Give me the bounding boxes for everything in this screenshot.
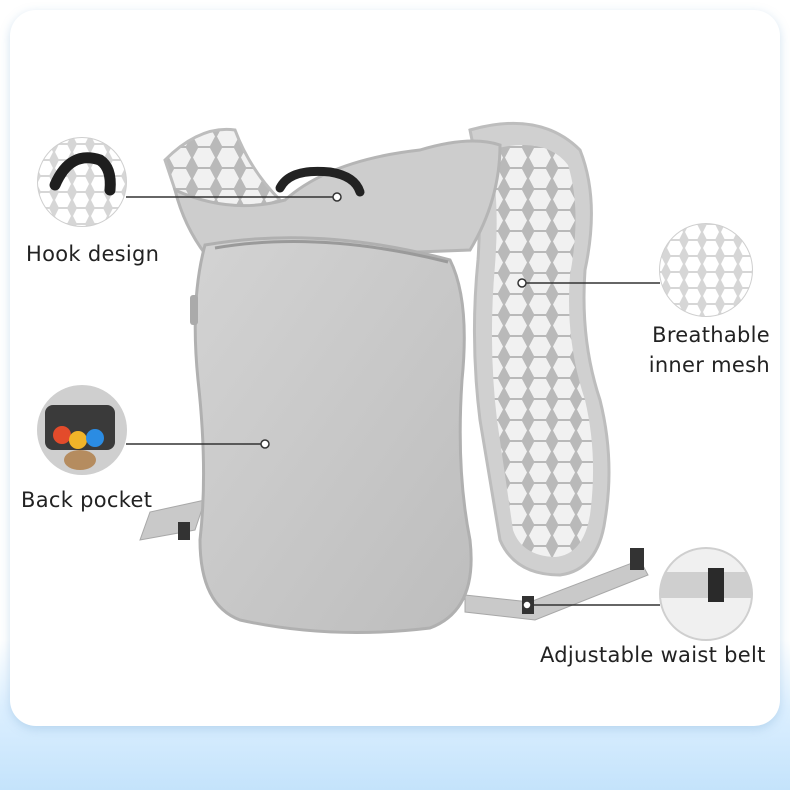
- waist-belt: [139, 499, 649, 621]
- label-waist-belt: Adjustable waist belt: [540, 643, 766, 667]
- callout-lines: [126, 196, 660, 606]
- label-hook-design: Hook design: [26, 242, 160, 266]
- inset-pocket: [37, 385, 127, 475]
- label-back-pocket: Back pocket: [21, 488, 153, 512]
- inset-hook: [37, 137, 127, 227]
- inset-belt: [659, 547, 753, 641]
- callout-dots: [260, 192, 532, 610]
- shoulder-strap-mesh: [468, 121, 611, 577]
- label-mesh-line1: Breathable: [652, 323, 770, 347]
- label-mesh-line2: inner mesh: [648, 353, 770, 377]
- zipper-pull: [190, 295, 198, 325]
- zipper: [214, 240, 449, 264]
- back-pocket: [193, 236, 473, 634]
- hook: [275, 166, 365, 197]
- inset-mesh: [659, 223, 753, 317]
